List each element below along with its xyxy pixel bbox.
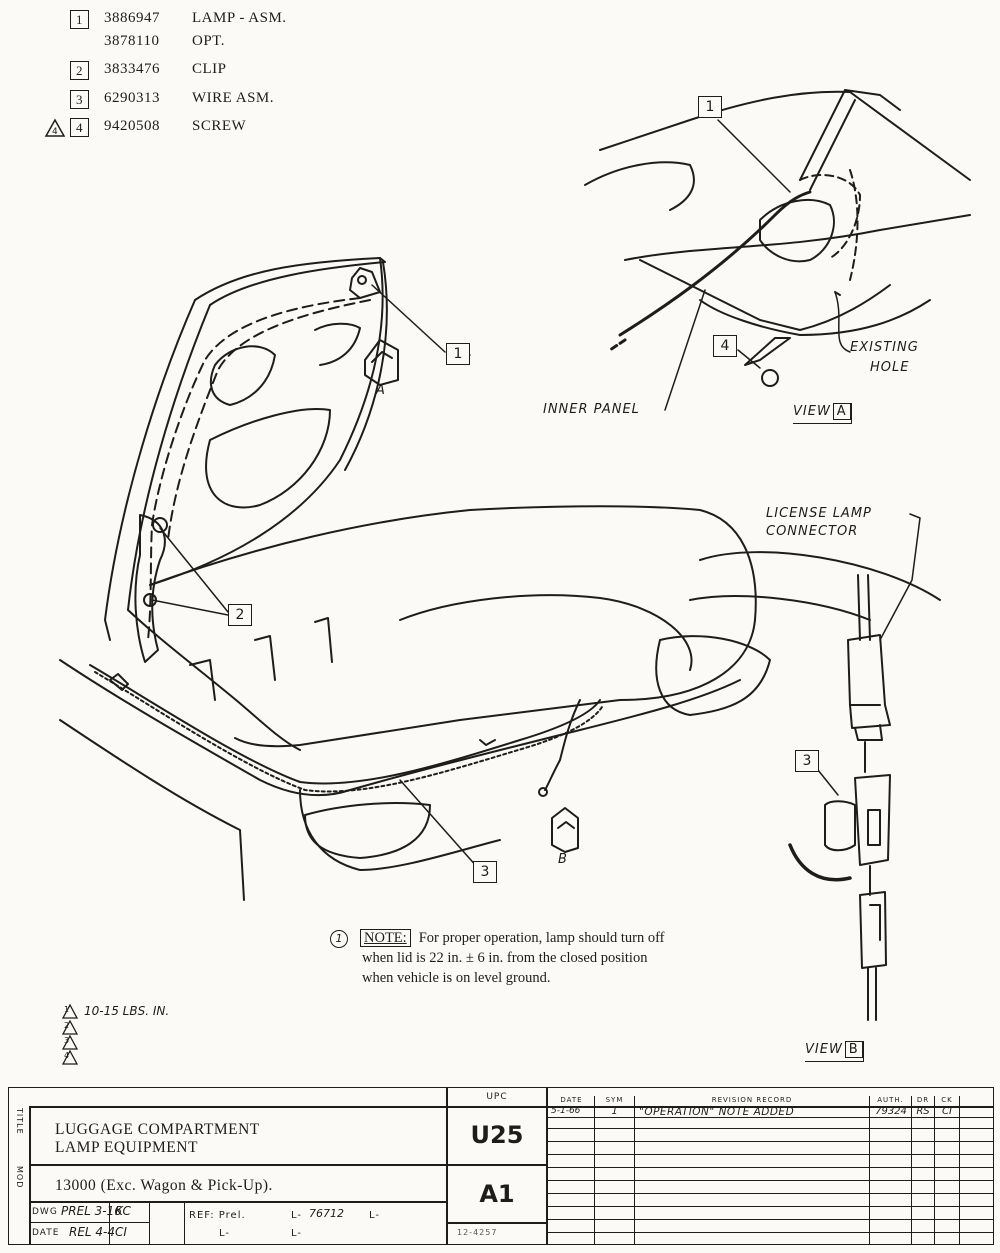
ref-l1-value: 76712 xyxy=(309,1207,344,1220)
warning-triangle-icon xyxy=(62,1035,78,1050)
torque-marker: 1 xyxy=(64,1005,70,1014)
connector-label: CONNECTOR xyxy=(766,524,859,539)
parts-row: 1 3886947 LAMP - ASM. xyxy=(70,10,470,34)
date-initials: CI xyxy=(115,1225,127,1239)
note-line-1: 1 NOTE: For proper operation, lamp should … xyxy=(330,928,810,948)
drawing-title-line-1: LUGGAGE COMPARTMENT xyxy=(55,1121,260,1138)
parts-row: 4 4 9420508 SCREW xyxy=(44,118,470,142)
ref-l2: L- xyxy=(369,1210,381,1221)
rev-sym: 1 xyxy=(611,1106,618,1117)
date-label: DATE xyxy=(32,1228,60,1238)
note-text-3: when vehicle is on level ground. xyxy=(362,970,551,986)
torque-marker: 2 xyxy=(64,1021,70,1030)
rev-header-auth: AUTH. xyxy=(877,1096,904,1104)
model-text: 13000 (Exc. Wagon & Pick-Up). xyxy=(55,1177,273,1194)
ref-l1: L- xyxy=(291,1210,303,1221)
callout-2: 2 xyxy=(228,604,252,626)
part-number: 9420508 xyxy=(104,118,160,134)
parts-row: 3878110 OPT. xyxy=(70,33,470,57)
upc-label: UPC xyxy=(486,1092,508,1102)
part-description: LAMP - ASM. xyxy=(192,10,287,26)
callout-3: 3 xyxy=(473,861,497,883)
dwg-initials: KC xyxy=(115,1204,131,1218)
dwg-value: PREL 3-16 xyxy=(61,1204,122,1218)
parts-row: 2 3833476 CLIP xyxy=(70,61,470,85)
part-number: 3878110 xyxy=(104,33,160,49)
bottom-stamp: 12-4257 xyxy=(457,1228,498,1237)
torque-marker: 3 xyxy=(64,1036,70,1045)
title-block: TITLE MOD LUGGAGE COMPARTMENT LAMP EQUIP… xyxy=(8,1087,994,1245)
rev-dr: RS xyxy=(916,1106,930,1117)
rev-header-dr: DR xyxy=(916,1096,930,1104)
view-letter-box: A xyxy=(832,403,851,420)
warning-triangle-icon: 4 xyxy=(44,118,66,137)
part-number: 3886947 xyxy=(104,10,160,26)
callout-1: 1 xyxy=(446,343,470,365)
callout-4: 4 xyxy=(713,335,737,357)
rev-header-record: REVISION RECORD xyxy=(711,1096,793,1104)
rev-header-ck: CK xyxy=(941,1096,953,1104)
part-key-box: 3 xyxy=(70,90,89,109)
upc-code: U25 xyxy=(470,1121,524,1149)
svg-text:4: 4 xyxy=(52,127,58,137)
ref-l3: L- xyxy=(219,1228,231,1239)
trunk-lamp-line-drawing xyxy=(59,89,971,1021)
operation-note: 1 NOTE: For proper operation, lamp should … xyxy=(330,928,810,988)
trunk-lid-outline xyxy=(104,257,388,663)
ref-l4: L- xyxy=(291,1228,303,1239)
warning-triangle-icon xyxy=(62,1020,78,1035)
view-word: VIEW xyxy=(805,1042,843,1057)
rev-ck: CI xyxy=(942,1106,952,1117)
title-side-label: TITLE xyxy=(15,1108,24,1135)
rev-auth: 79324 xyxy=(875,1106,907,1117)
part-description: WIRE ASM. xyxy=(192,90,275,106)
torque-value: 10-15 LBS. IN. xyxy=(84,1004,170,1018)
marker-b-label: B xyxy=(558,852,568,867)
note-ref-circle: 1 xyxy=(330,930,348,948)
warning-triangle-icon xyxy=(62,1004,78,1019)
existing-hole-label-2: HOLE xyxy=(870,360,910,375)
rev-date: 5-1-66 xyxy=(551,1106,581,1116)
part-description: CLIP xyxy=(192,61,227,77)
callout-1-view-a: 1 xyxy=(698,96,722,118)
dwg-label: DWG xyxy=(32,1207,58,1217)
part-description: SCREW xyxy=(192,118,247,134)
part-key-box: 1 xyxy=(70,10,89,29)
part-description: OPT. xyxy=(192,33,225,49)
trunk-body-outline xyxy=(59,505,941,901)
date-value: REL 4-4 xyxy=(69,1225,116,1239)
license-lamp-label: LICENSE LAMP xyxy=(766,506,872,521)
part-number: 3833476 xyxy=(104,61,160,77)
part-key-box: 2 xyxy=(70,61,89,80)
view-word: VIEW xyxy=(793,404,831,419)
warning-triangle-icon xyxy=(62,1050,78,1065)
ref-label: REF: Prel. xyxy=(189,1210,246,1221)
rev-header-sym: SYM xyxy=(605,1096,624,1104)
callout-3-connector: 3 xyxy=(795,750,819,772)
group-code: A1 xyxy=(479,1180,515,1208)
part-number: 6290313 xyxy=(104,90,160,106)
part-key-box: 4 xyxy=(70,118,89,137)
view-b-connector-detail xyxy=(788,513,921,1021)
note-text-2: when lid is 22 in. ± 6 in. from the clos… xyxy=(362,950,648,966)
parts-row: 3 6290313 WIRE ASM. xyxy=(70,90,470,114)
rev-record: "OPERATION" NOTE ADDED xyxy=(639,1106,795,1118)
inner-panel-label: INNER PANEL xyxy=(543,402,640,417)
torque-marker: 4 xyxy=(64,1051,70,1060)
mod-side-label: MOD xyxy=(15,1166,24,1189)
view-letter-box: B xyxy=(844,1041,863,1058)
view-a-detail xyxy=(584,89,971,411)
note-text-1: For proper operation, lamp should turn o… xyxy=(418,930,665,946)
existing-hole-label: EXISTING xyxy=(850,340,919,355)
marker-a-label: A xyxy=(376,383,386,398)
drawing-title-line-2: LAMP EQUIPMENT xyxy=(55,1139,198,1156)
note-key: NOTE: xyxy=(360,929,411,947)
rev-header-date: DATE xyxy=(560,1096,583,1104)
